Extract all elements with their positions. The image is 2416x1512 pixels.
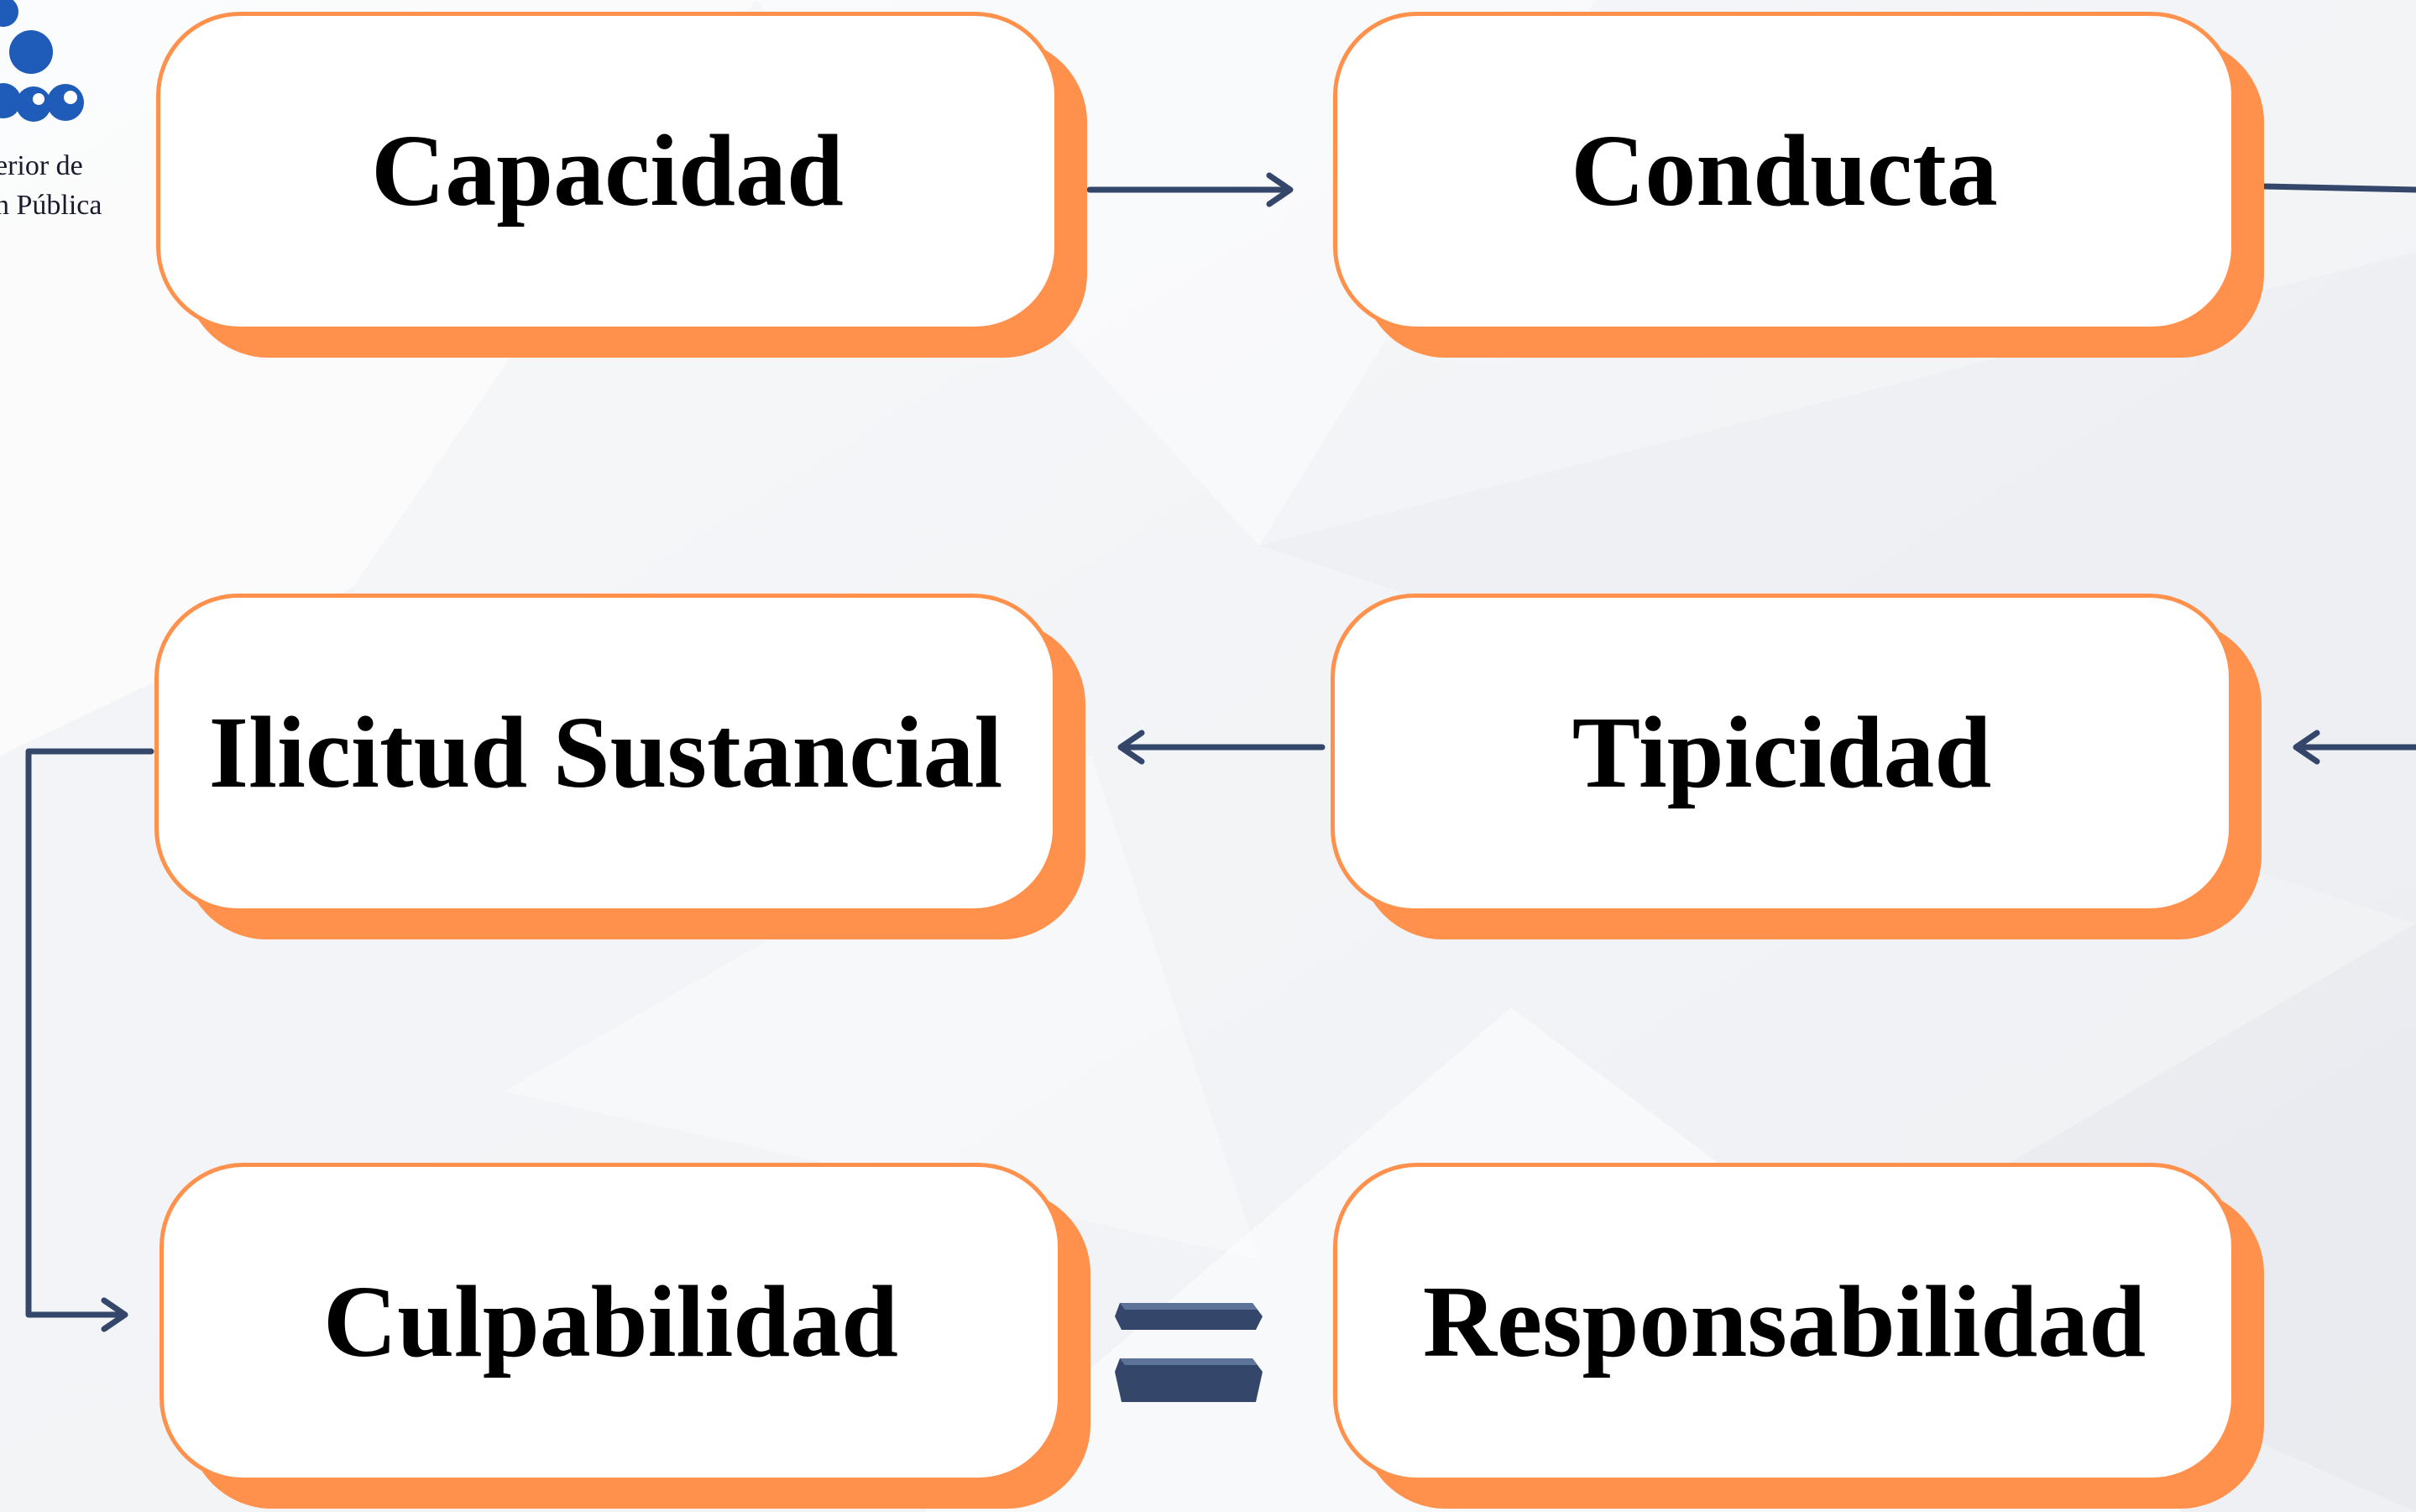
box-label-responsabilidad: Responsabilidad: [1422, 1265, 2147, 1379]
box-label-tipicidad: Tipicidad: [1571, 696, 1992, 809]
arrowhead-tipicidad-ilicitud: [1117, 730, 1145, 765]
arrowhead-right-tipicidad: [2293, 730, 2320, 765]
box-label-conducta: Conducta: [1571, 114, 1998, 228]
institution-logo: erior de n Pública: [0, 0, 168, 252]
arrowhead-ilicitud-culpabilidad: [101, 1297, 128, 1332]
logo-text-line1: erior de: [0, 150, 83, 181]
logo-text-line2: n Pública: [0, 190, 102, 221]
box-label-capacidad: Capacidad: [371, 114, 844, 228]
box-label-culpabilidad: Culpabilidad: [323, 1265, 898, 1379]
box-conducta: Conducta: [1333, 12, 2264, 358]
arrowhead-capacidad-conducta: [1266, 172, 1294, 207]
box-responsabilidad: Responsabilidad: [1333, 1163, 2264, 1509]
box-tipicidad: Tipicidad: [1331, 594, 2262, 939]
connector-conducta-right: [2262, 183, 2416, 193]
box-culpabilidad: Culpabilidad: [159, 1163, 1090, 1509]
box-ilicitud-sustancial: Ilicitud Sustancial: [154, 594, 1085, 939]
box-capacidad: Capacidad: [156, 12, 1087, 358]
logo-circles-icon: [0, 0, 84, 122]
equals-icon: [1115, 1303, 1263, 1402]
box-label-ilicitud-sustancial: Ilicitud Sustancial: [208, 696, 1003, 809]
arrow-ilicitud-culpabilidad: [25, 748, 154, 1318]
